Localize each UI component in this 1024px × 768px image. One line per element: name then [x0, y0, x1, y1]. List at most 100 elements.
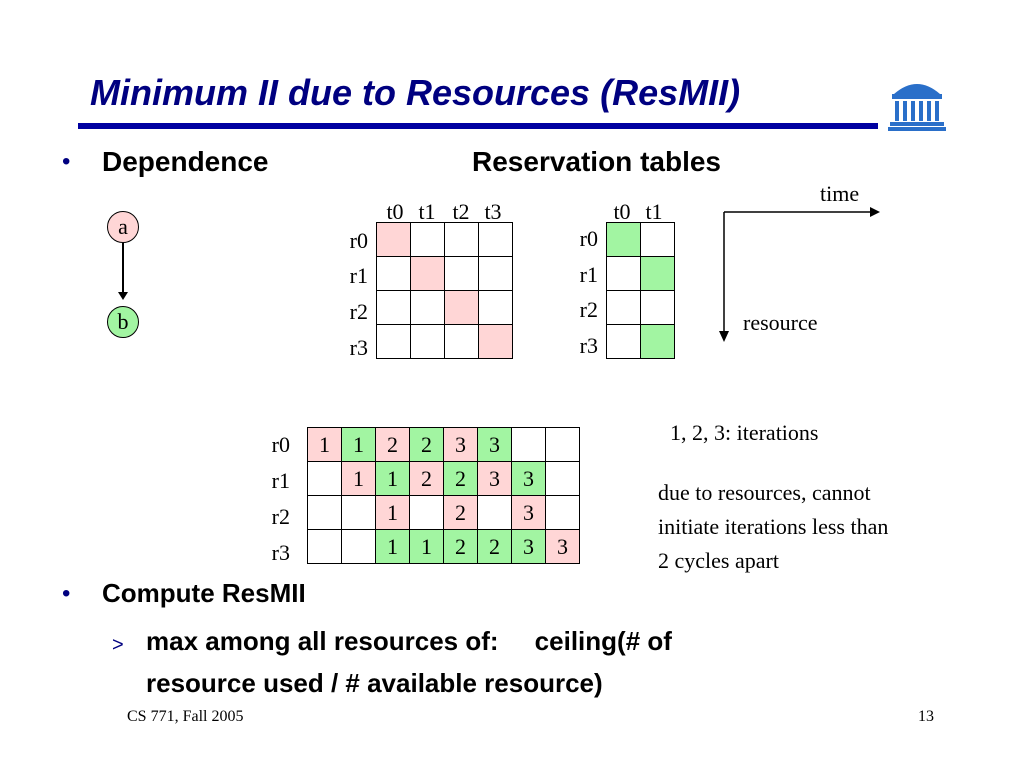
- table2-cell: [640, 290, 675, 325]
- table1-col-header: t1: [418, 199, 436, 224]
- schedule-cell: 2: [443, 495, 478, 530]
- table1-cell-used: [376, 222, 411, 257]
- schedule-cell: 3: [477, 427, 512, 462]
- schedule-cell: 3: [443, 427, 478, 462]
- table1-cell-used: [478, 324, 513, 359]
- schedule-cell: 1: [341, 427, 376, 462]
- slide-title: Minimum II due to Resources (ResMII): [90, 72, 741, 113]
- schedule-cell: [307, 529, 342, 564]
- table1-row-label: r1: [349, 263, 368, 288]
- resource-note-line: 2 cycles apart: [658, 548, 779, 573]
- table2-cell: [606, 256, 641, 291]
- table1-col-header: t3: [484, 199, 502, 224]
- time-resource-axes: [719, 207, 880, 342]
- footer-course: CS 771, Fall 2005: [127, 708, 244, 725]
- schedule-cell: 1: [307, 427, 342, 462]
- table2-cell: [606, 290, 641, 325]
- node-a: a: [107, 211, 139, 243]
- reservation-tables-heading: Reservation tables: [472, 146, 721, 177]
- table1-cell: [376, 290, 411, 325]
- schedule-cell: 3: [477, 461, 512, 496]
- university-logo: [886, 72, 948, 132]
- table2-row-label: r3: [579, 333, 598, 358]
- schedule-cell: 1: [375, 461, 410, 496]
- table2-cell: [640, 222, 675, 257]
- schedule-cell: 3: [511, 461, 546, 496]
- schedule-cell: 3: [511, 495, 546, 530]
- formula-line: max among all resources of: ceiling(# of: [146, 626, 672, 656]
- table1-cell-used: [410, 256, 445, 291]
- table1-col-header: t0: [386, 199, 404, 224]
- resource-note-line: initiate iterations less than: [658, 514, 889, 539]
- table2-cell-used: [640, 324, 675, 359]
- schedule-cell: 1: [375, 495, 410, 530]
- bullet-dot: •: [62, 148, 71, 175]
- table1-cell: [478, 256, 513, 291]
- table2-col-header: t1: [645, 199, 663, 224]
- table2-cell-used: [606, 222, 641, 257]
- schedule-cell: 2: [443, 461, 478, 496]
- schedule-cell: 2: [409, 427, 444, 462]
- schedule-cell: [545, 461, 580, 496]
- time-axis-label: time: [820, 181, 860, 206]
- schedule-row-label: r3: [271, 540, 290, 565]
- table2-cell-used: [640, 256, 675, 291]
- table2-row-label: r2: [579, 297, 598, 322]
- schedule-cell: 2: [409, 461, 444, 496]
- resource-note-line: due to resources, cannot: [658, 480, 871, 505]
- schedule-cell: [307, 461, 342, 496]
- dependence-heading: Dependence: [102, 146, 269, 177]
- compute-resmii-heading: Compute ResMII: [102, 578, 306, 608]
- schedule-row-label: r1: [271, 468, 290, 493]
- footer-page-number: 13: [918, 708, 934, 725]
- schedule-cell: 2: [375, 427, 410, 462]
- table2-row-label: r0: [579, 226, 598, 251]
- schedule-cell: [545, 495, 580, 530]
- schedule-cell: 1: [341, 461, 376, 496]
- schedule-cell: [409, 495, 444, 530]
- schedule-cell: 3: [511, 529, 546, 564]
- schedule-cell: 1: [409, 529, 444, 564]
- table2-row-label: r1: [579, 262, 598, 287]
- table1-col-header: t2: [452, 199, 470, 224]
- resource-axis-label: resource: [743, 310, 818, 335]
- reservation-table-1: [376, 222, 513, 359]
- table2-col-header: t0: [613, 199, 631, 224]
- schedule-cell: [307, 495, 342, 530]
- table1-cell: [444, 324, 479, 359]
- table1-cell: [410, 324, 445, 359]
- table1-row-label: r2: [349, 299, 368, 324]
- reservation-table-2: [606, 222, 675, 359]
- schedule-cell: [341, 495, 376, 530]
- table1-cell: [478, 222, 513, 257]
- table1-cell: [376, 324, 411, 359]
- arrow-down-icon: [118, 292, 128, 300]
- table1-cell: [478, 290, 513, 325]
- node-b: b: [107, 306, 139, 338]
- sub-bullet-marker: >: [112, 634, 124, 656]
- schedule-cell: 3: [545, 529, 580, 564]
- iterations-note: 1, 2, 3: iterations: [670, 420, 819, 445]
- title-rule: [78, 123, 878, 129]
- schedule-cell: 2: [443, 529, 478, 564]
- table1-row-label: r3: [349, 335, 368, 360]
- schedule-cell: [511, 427, 546, 462]
- table1-cell: [410, 222, 445, 257]
- table1-cell: [410, 290, 445, 325]
- schedule-row-label: r2: [271, 504, 290, 529]
- table1-cell: [376, 256, 411, 291]
- table1-cell: [444, 222, 479, 257]
- schedule-row-label: r0: [271, 432, 290, 457]
- table2-cell: [606, 324, 641, 359]
- table1-cell-used: [444, 290, 479, 325]
- dependence-edge: [122, 243, 124, 294]
- schedule-cell: [545, 427, 580, 462]
- schedule-cell: 1: [375, 529, 410, 564]
- table1-row-label: r0: [349, 228, 368, 253]
- table1-cell: [444, 256, 479, 291]
- formula-line: resource used / # available resource): [146, 668, 603, 698]
- bullet-dot: •: [62, 580, 71, 607]
- schedule-cell: 2: [477, 529, 512, 564]
- schedule-cell: [477, 495, 512, 530]
- schedule-table: 1 1 2 2 3 3 1 1 2 2 3 3 1 2 3 1 1 2 2 3 …: [307, 427, 580, 564]
